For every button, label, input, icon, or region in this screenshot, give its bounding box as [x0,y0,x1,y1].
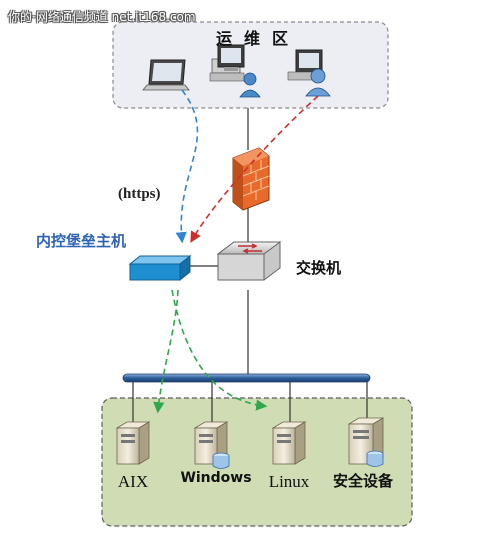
server-label-windows: Windows [180,470,252,486]
red-flow-arrow [190,95,319,243]
ops-zone-title: 运维区 [215,29,300,48]
server-icon [115,421,151,465]
watermark: 你的·网络通信频道 net.it168.com [8,10,196,24]
database-icon [212,452,230,469]
server-zone [101,397,413,527]
bus-bar [122,373,371,383]
user-icon [287,49,331,97]
server-label-linux: Linux [268,472,310,491]
https-label: (https) [118,186,161,202]
server-label-aix: AIX [117,472,149,491]
switch-label: 交换机 [296,259,342,277]
green-flow-arrow-linux [171,289,268,411]
bastion-host-label: 内控堡垒主机 [36,232,127,250]
server-label-security: 安全设备 [332,472,393,490]
database-icon [366,450,384,467]
firewall-icon [232,147,270,211]
laptop-icon [142,59,190,91]
switch-icon [216,241,282,281]
server-icon [271,421,307,465]
bastion-host-icon [128,254,192,282]
desktop-user-icon [209,44,261,98]
green-flow-arrow-aix [153,289,179,414]
blue-flow-arrow [175,89,199,244]
